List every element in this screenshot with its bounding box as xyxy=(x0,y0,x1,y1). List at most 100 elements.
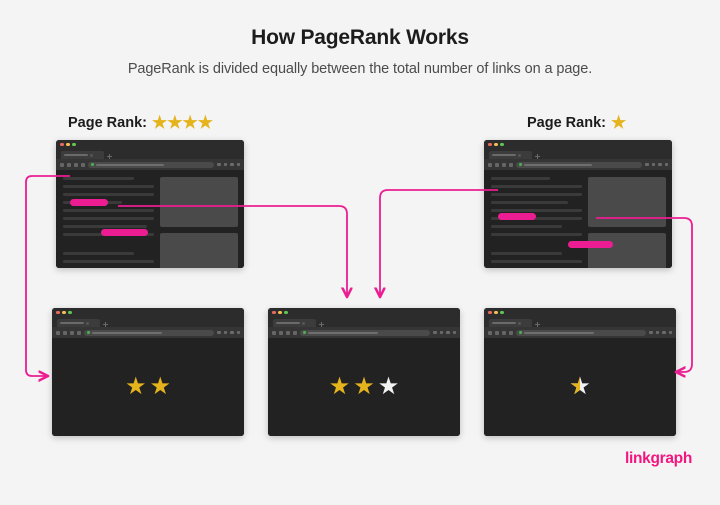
maximize-window-dot[interactable] xyxy=(68,310,72,315)
browser-toolbar[interactable] xyxy=(484,327,676,338)
new-tab-icon[interactable] xyxy=(103,322,108,327)
back-arrow-icon[interactable] xyxy=(56,330,60,335)
address-bar[interactable] xyxy=(516,329,646,336)
outbound-link-highlight-1[interactable] xyxy=(70,199,108,206)
browser-tab[interactable] xyxy=(61,151,104,159)
close-tab-icon[interactable] xyxy=(90,153,93,157)
back-arrow-icon[interactable] xyxy=(272,330,276,335)
close-tab-icon[interactable] xyxy=(302,321,305,325)
browser-tabstrip[interactable] xyxy=(268,317,460,327)
menu-icon[interactable] xyxy=(236,330,240,335)
reload-icon[interactable] xyxy=(502,330,506,335)
minimize-window-dot[interactable] xyxy=(66,142,70,147)
home-icon[interactable] xyxy=(509,162,513,167)
reload-icon[interactable] xyxy=(502,162,506,167)
close-window-dot[interactable] xyxy=(488,310,492,315)
text-line xyxy=(491,260,582,263)
browser-tabstrip[interactable] xyxy=(484,149,672,159)
browser-tab[interactable] xyxy=(489,151,532,159)
browser-tabstrip[interactable] xyxy=(484,317,676,327)
reload-icon[interactable] xyxy=(286,330,290,335)
address-bar[interactable] xyxy=(516,161,642,168)
menu-icon[interactable] xyxy=(668,330,672,335)
image-placeholder xyxy=(160,233,238,268)
profile-icon[interactable] xyxy=(662,330,666,335)
new-tab-icon[interactable] xyxy=(535,154,540,159)
bookmark-star-icon[interactable] xyxy=(217,330,221,335)
minimize-window-dot[interactable] xyxy=(494,310,498,315)
home-icon[interactable] xyxy=(81,162,85,167)
linkgraph-logo[interactable]: linkgraph xyxy=(624,450,692,467)
profile-icon[interactable] xyxy=(658,162,662,167)
reload-icon[interactable] xyxy=(70,330,74,335)
close-window-dot[interactable] xyxy=(488,142,492,147)
close-window-dot[interactable] xyxy=(60,142,64,147)
maximize-window-dot[interactable] xyxy=(500,310,504,315)
browser-tabstrip[interactable] xyxy=(56,149,244,159)
home-icon[interactable] xyxy=(509,330,513,335)
bookmark-star-icon[interactable] xyxy=(433,330,437,335)
forward-arrow-icon[interactable] xyxy=(63,330,67,335)
browser-window-target-two-star[interactable]: ★ ★ xyxy=(52,308,244,436)
outbound-link-highlight-2[interactable] xyxy=(568,241,613,248)
extensions-icon[interactable] xyxy=(655,330,659,335)
browser-toolbar[interactable] xyxy=(52,327,244,338)
address-bar[interactable] xyxy=(300,329,430,336)
browser-toolbar[interactable] xyxy=(56,159,244,170)
profile-icon[interactable] xyxy=(230,162,234,167)
close-tab-icon[interactable] xyxy=(518,153,521,157)
browser-toolbar[interactable] xyxy=(484,159,672,170)
bookmark-star-icon[interactable] xyxy=(645,162,649,167)
star-icon-gold: ★ xyxy=(353,373,375,400)
browser-window-target-half-star[interactable]: ★ xyxy=(484,308,676,436)
maximize-window-dot[interactable] xyxy=(72,142,76,147)
rank-label-right: Page Rank: ★ xyxy=(527,114,626,131)
back-arrow-icon[interactable] xyxy=(60,162,64,167)
browser-tab[interactable] xyxy=(489,319,532,327)
back-arrow-icon[interactable] xyxy=(488,330,492,335)
browser-tab[interactable] xyxy=(273,319,316,327)
minimize-window-dot[interactable] xyxy=(494,142,498,147)
forward-arrow-icon[interactable] xyxy=(67,162,71,167)
profile-icon[interactable] xyxy=(230,330,234,335)
bookmark-star-icon[interactable] xyxy=(217,162,221,167)
maximize-window-dot[interactable] xyxy=(284,310,288,315)
menu-icon[interactable] xyxy=(452,330,456,335)
new-tab-icon[interactable] xyxy=(535,322,540,327)
browser-window-source-four-star[interactable] xyxy=(56,140,244,268)
url-text-placeholder xyxy=(92,331,162,334)
back-arrow-icon[interactable] xyxy=(488,162,492,167)
profile-icon[interactable] xyxy=(446,330,450,335)
menu-icon[interactable] xyxy=(236,162,240,167)
minimize-window-dot[interactable] xyxy=(62,310,66,315)
close-tab-icon[interactable] xyxy=(86,321,89,325)
maximize-window-dot[interactable] xyxy=(500,142,504,147)
browser-tab[interactable] xyxy=(57,319,100,327)
extensions-icon[interactable] xyxy=(223,162,227,167)
forward-arrow-icon[interactable] xyxy=(495,330,499,335)
extensions-icon[interactable] xyxy=(439,330,443,335)
reload-icon[interactable] xyxy=(74,162,78,167)
browser-toolbar[interactable] xyxy=(268,327,460,338)
minimize-window-dot[interactable] xyxy=(278,310,282,315)
extensions-icon[interactable] xyxy=(651,162,655,167)
address-bar[interactable] xyxy=(84,329,214,336)
menu-icon[interactable] xyxy=(664,162,668,167)
browser-tabstrip[interactable] xyxy=(52,317,244,327)
bookmark-star-icon[interactable] xyxy=(649,330,653,335)
outbound-link-highlight-1[interactable] xyxy=(498,213,536,220)
extensions-icon[interactable] xyxy=(223,330,227,335)
close-window-dot[interactable] xyxy=(272,310,276,315)
home-icon[interactable] xyxy=(293,330,297,335)
home-icon[interactable] xyxy=(77,330,81,335)
close-window-dot[interactable] xyxy=(56,310,60,315)
address-bar[interactable] xyxy=(88,161,214,168)
outbound-link-highlight-2[interactable] xyxy=(101,229,148,236)
browser-window-source-one-star[interactable] xyxy=(484,140,672,268)
new-tab-icon[interactable] xyxy=(107,154,112,159)
browser-window-target-two-and-half-star[interactable]: ★ ★ ★ xyxy=(268,308,460,436)
close-tab-icon[interactable] xyxy=(518,321,521,325)
forward-arrow-icon[interactable] xyxy=(279,330,283,335)
new-tab-icon[interactable] xyxy=(319,322,324,327)
forward-arrow-icon[interactable] xyxy=(495,162,499,167)
